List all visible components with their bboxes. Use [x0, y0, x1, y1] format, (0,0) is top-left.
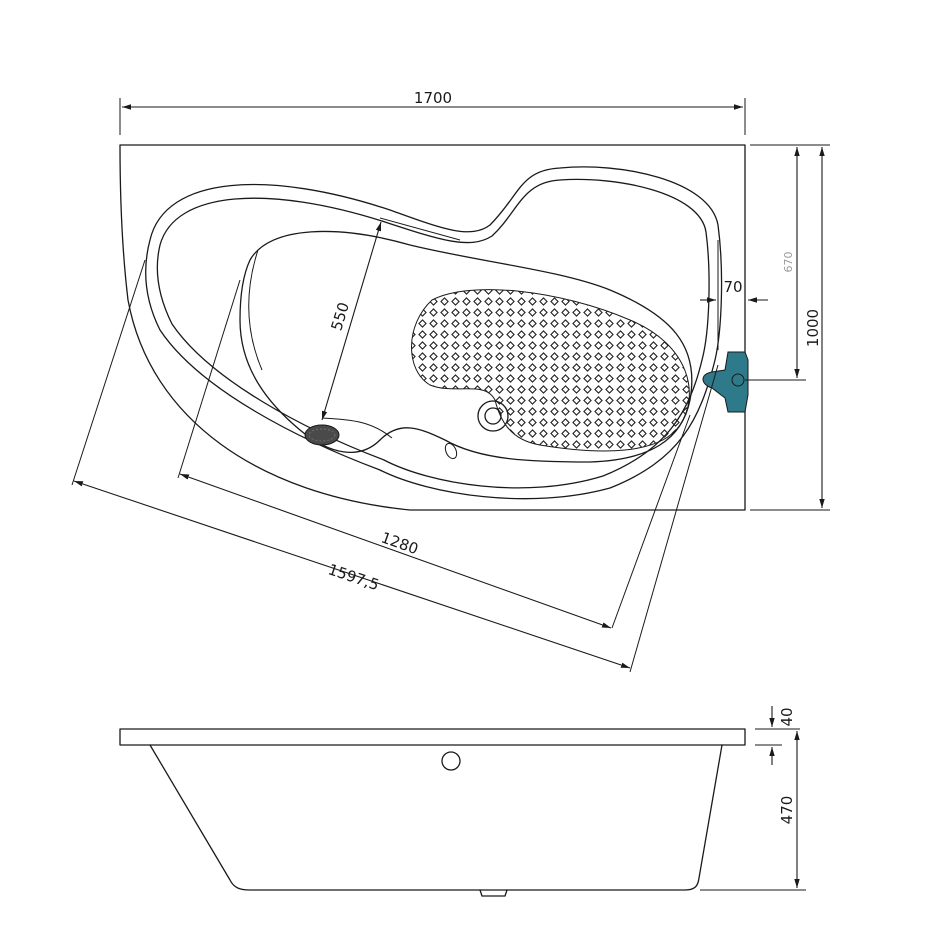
side-body — [149, 744, 723, 891]
top-view: 1700 1000 670 70 550 — [71, 89, 830, 673]
basin-outline — [239, 230, 693, 463]
drain-icon — [304, 424, 340, 446]
side-overflow-icon — [441, 751, 461, 771]
dimension-label-470: 470 — [778, 796, 796, 825]
non-slip-mat — [411, 289, 690, 452]
mixer-tap-icon — [702, 351, 749, 413]
dimension-670: 670 — [745, 147, 806, 381]
dimension-label-1700: 1700 — [414, 89, 452, 107]
dimension-label-1000: 1000 — [804, 309, 822, 347]
dimension-1700: 1700 — [119, 89, 746, 135]
dimension-label-1280: 1280 — [379, 528, 421, 558]
dimension-label-70: 70 — [723, 278, 742, 296]
dimension-label-40: 40 — [778, 707, 796, 726]
drain-pattern — [308, 428, 336, 442]
side-view: 40 470 — [119, 706, 806, 897]
overflow-icon — [477, 400, 509, 432]
tub-rim-inner — [156, 178, 710, 489]
seat-ridge — [248, 249, 263, 371]
dimension-470: 470 — [700, 731, 806, 891]
dimension-label-670: 670 — [782, 252, 795, 273]
dimension-70: 70 — [700, 240, 768, 350]
dimension-40: 40 — [755, 706, 800, 765]
side-rim — [119, 728, 746, 746]
dimension-1000: 1000 — [750, 144, 830, 511]
side-waste-fitting — [479, 889, 508, 897]
tub-rim-curve — [145, 166, 723, 500]
dimension-label-1597: 1597,5 — [326, 560, 381, 594]
jet-icon — [444, 442, 458, 460]
